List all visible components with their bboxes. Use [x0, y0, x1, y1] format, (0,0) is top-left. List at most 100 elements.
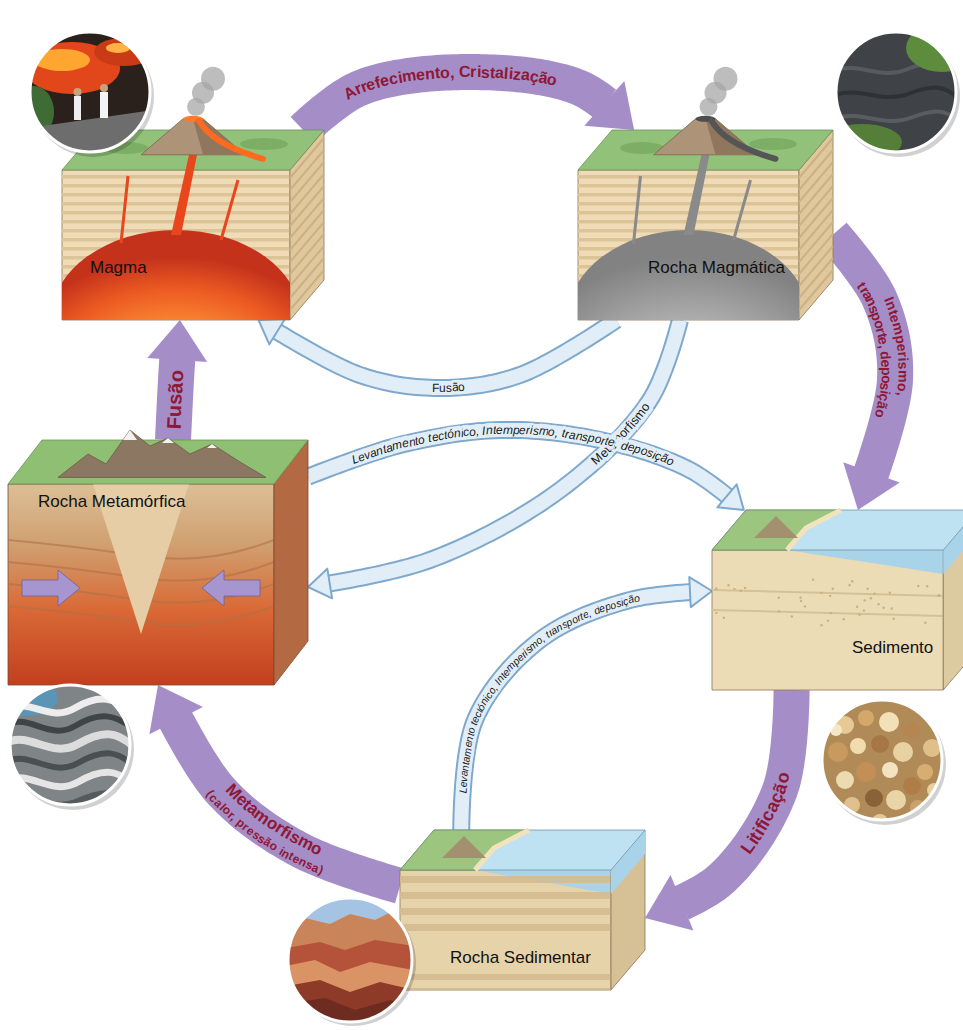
sediment-layers: [712, 550, 943, 626]
label-glyph: F: [431, 381, 439, 396]
sand-dot: [924, 622, 926, 624]
sand-grain: [871, 735, 889, 753]
mountain-range: [58, 430, 266, 477]
label-glyph: m: [401, 65, 418, 86]
arrow-head: [584, 81, 634, 130]
sand-dot: [889, 592, 891, 594]
compression-arrow: [22, 570, 80, 606]
sand-dot: [820, 624, 822, 626]
sand-dot: [891, 607, 893, 609]
sea-surface: [712, 510, 963, 550]
arrow-head: [689, 577, 712, 607]
node-label: Sedimento: [852, 638, 933, 658]
stratum-side: [290, 222, 324, 262]
sand-dot: [715, 587, 717, 589]
sand-dot: [882, 607, 884, 609]
sky: [286, 896, 414, 1024]
photo-frame: [10, 685, 130, 805]
folded-layers: [8, 484, 274, 634]
block-illustration: [62, 130, 324, 320]
canyon-layer: [286, 960, 414, 1024]
stratum-side: [799, 198, 833, 238]
lava-ropes: [836, 88, 958, 98]
sand-grain: [904, 722, 920, 738]
stratum-side: [799, 246, 833, 286]
sand-dot: [843, 618, 845, 620]
dike: [221, 180, 238, 240]
arrow-outline: [329, 320, 680, 584]
stratum: [578, 193, 799, 197]
sand-dot: [830, 612, 832, 614]
label-glyph: L: [456, 787, 469, 794]
process-arrow: [303, 72, 634, 130]
sea-water: [787, 550, 943, 574]
sand-dot: [799, 596, 801, 598]
edge-label: Intemperismo, transporte, deposição: [852, 276, 912, 422]
conduit: [684, 155, 710, 235]
arrow-head: [259, 319, 286, 345]
node-label: Rocha Sedimentar: [450, 948, 591, 968]
sand-dot: [800, 600, 802, 602]
coastal-land: [712, 510, 841, 550]
stratum: [62, 175, 290, 179]
stratum-side: [799, 258, 833, 298]
label-glyph: i: [476, 62, 481, 81]
arrow-outline: [461, 592, 691, 830]
snow-cap: [207, 444, 217, 448]
stratum: [578, 184, 799, 188]
label-glyph: s: [445, 381, 451, 396]
arrow-body: [833, 235, 895, 474]
sand-dot: [877, 603, 879, 605]
magma-chamber: [62, 230, 290, 320]
stratum: [62, 184, 290, 188]
label-glyph: o: [545, 69, 559, 90]
stratum-side: [290, 234, 324, 274]
stratum-side: [290, 174, 324, 214]
sand-grain: [856, 762, 876, 782]
person-head: [74, 88, 82, 96]
rock-layer: [400, 876, 611, 883]
photo-frame: [836, 32, 956, 152]
sediment-front: [712, 550, 943, 690]
arrow-body: [461, 592, 691, 830]
sand-dot: [863, 599, 865, 601]
beach: [787, 510, 841, 550]
hill: [754, 516, 798, 538]
canyon-layer: [286, 940, 414, 1024]
photo-content: [820, 698, 946, 833]
sand-grain: [836, 771, 854, 789]
hill: [442, 836, 486, 858]
intrusion: [62, 176, 290, 320]
vegetation: [240, 138, 288, 150]
photo-frame: [822, 700, 942, 820]
sand-grain: [872, 814, 888, 830]
lava-photo: [14, 30, 154, 157]
gneiss-photo: [0, 680, 135, 810]
rock-layer: [400, 974, 611, 980]
sand-grain: [898, 819, 912, 833]
sea-surface: [400, 830, 645, 870]
sand-dot: [917, 585, 919, 587]
label-glyph: e: [496, 423, 503, 438]
label-glyph: m: [503, 423, 513, 437]
sediment-block: Sedimento: [712, 510, 963, 690]
arrow-head: [717, 484, 743, 510]
stratum: [578, 175, 799, 179]
sand-dot: [744, 587, 746, 589]
label-glyph: ,: [449, 63, 454, 82]
sand-grain: [879, 712, 899, 732]
pluton: [578, 230, 799, 320]
rock-layer: [400, 892, 611, 899]
canyon-photo: [286, 896, 416, 1026]
person: [100, 92, 108, 118]
arrow-head: [147, 320, 207, 362]
stratum-side: [290, 198, 324, 238]
arrow-body: [329, 320, 680, 584]
pathway-arrow: [308, 430, 744, 510]
sand-grain: [828, 742, 848, 762]
beach: [475, 830, 529, 870]
arrow-head: [843, 462, 899, 510]
label-glyph: C: [459, 62, 471, 81]
